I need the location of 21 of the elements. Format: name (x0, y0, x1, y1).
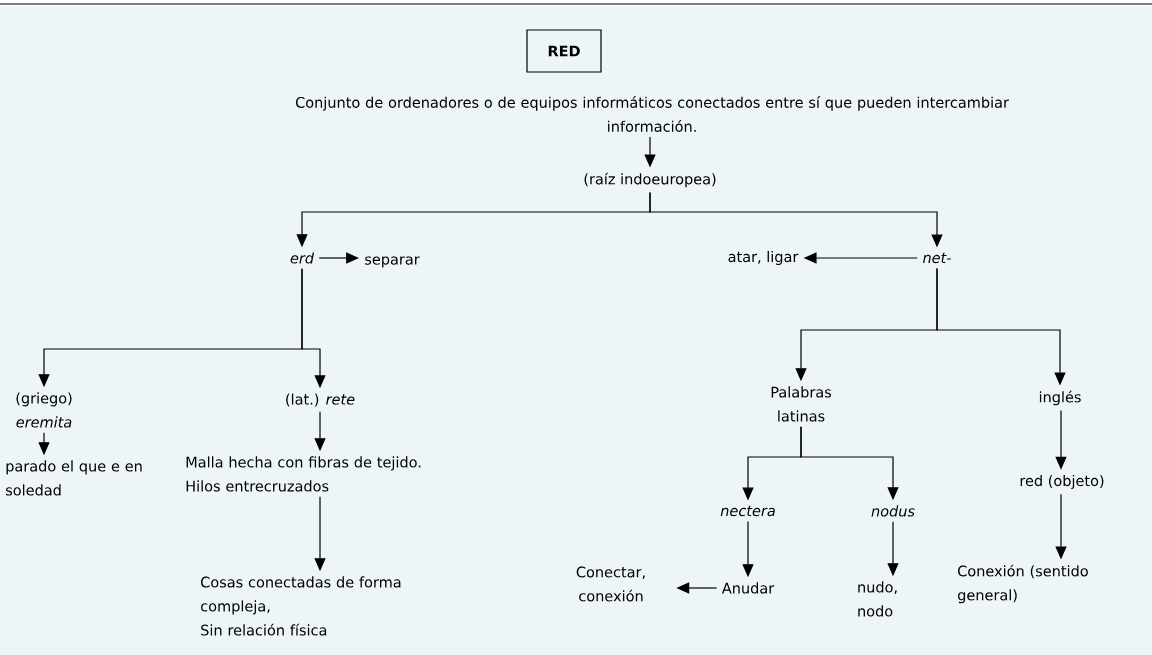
word-label: (griego) eremita (16, 392, 72, 428)
meaning-label: atar, ligar (728, 250, 799, 265)
word-label: (lat.) rete (286, 393, 355, 407)
meaning-label: nudo, nodo (858, 581, 897, 617)
word-label: inglés (1039, 390, 1081, 406)
definition-text: Conjunto de ordenadores o de equipos informáticos conectados entre sí que pueden intercambiar información. (295, 96, 1009, 132)
meaning-label: Conectar, conexión (576, 566, 645, 602)
meaning-text: Cosas conectadas de forma compleja, Sin relación física (201, 576, 401, 636)
meaning-text: Malla hecha con fibras de tejido. Hilos entrecruzados (186, 456, 421, 492)
word-label: nectera (720, 505, 775, 517)
meaning-label: separar (365, 256, 420, 268)
meaning-label: Anudar (721, 582, 775, 594)
word-label: net- (923, 252, 951, 264)
meaning-text: Conexión (sentido general) (958, 564, 1088, 604)
word-label: Palabras latinas (771, 386, 832, 422)
meaning-text: parado el que e en soledad (6, 460, 142, 496)
word-label: erd (290, 252, 315, 264)
root-label: (raíz indoeuropea) (584, 172, 716, 188)
word-label: nodus (871, 505, 915, 517)
term-box: RED (526, 29, 602, 73)
meaning-label: red (objeto) (1020, 474, 1104, 489)
